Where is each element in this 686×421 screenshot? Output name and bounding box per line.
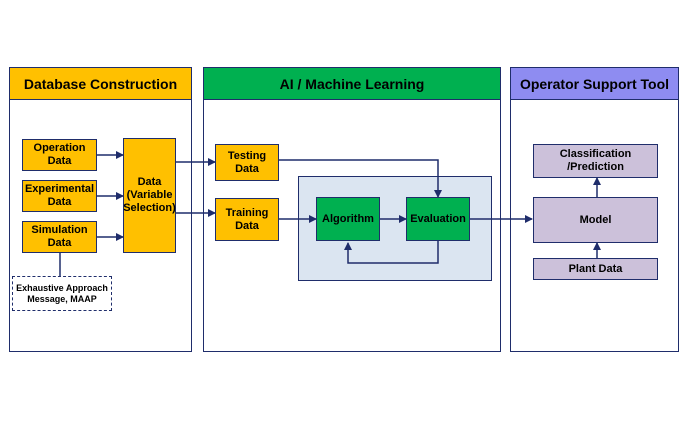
- data-variable-selection-box: Data (Variable Selection): [123, 138, 176, 253]
- evaluation-box: Evaluation: [406, 197, 470, 241]
- operation-data-box: Operation Data: [22, 139, 97, 171]
- operator-support-header: Operator Support Tool: [510, 67, 679, 100]
- training-data-box: Training Data: [215, 198, 279, 241]
- experimental-data-box: Experimental Data: [22, 180, 97, 212]
- model-box: Model: [533, 197, 658, 243]
- classification-prediction-box: Classification /Prediction: [533, 144, 658, 178]
- database-construction-header: Database Construction: [9, 67, 192, 100]
- algorithm-box: Algorithm: [316, 197, 380, 241]
- ai-ml-header: AI / Machine Learning: [203, 67, 501, 100]
- plant-data-box: Plant Data: [533, 258, 658, 280]
- simulation-data-box: Simulation Data: [22, 221, 97, 253]
- testing-data-box: Testing Data: [215, 144, 279, 181]
- maap-box: Exhaustive Approach Message, MAAP: [12, 276, 112, 311]
